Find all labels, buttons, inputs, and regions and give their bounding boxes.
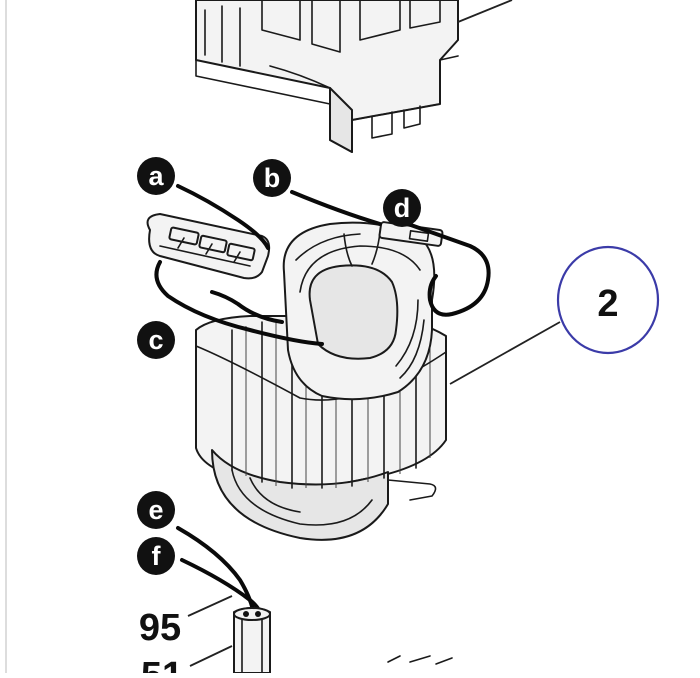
- highlight-circle: [556, 245, 660, 355]
- callout-f-label: f: [152, 541, 162, 571]
- part-number-95-label: 95: [139, 607, 181, 649]
- cable-95-leader: [187, 595, 233, 617]
- cable-51-leader: [189, 645, 233, 667]
- callout-b: b: [253, 159, 291, 197]
- callout-b-label: b: [264, 163, 281, 193]
- callout-c: c: [137, 321, 175, 359]
- bottom-fragments: [387, 655, 453, 665]
- part-number-2: 2: [556, 245, 660, 355]
- callout-d-label: d: [394, 193, 411, 223]
- callout-c-label: c: [148, 325, 163, 355]
- brush-holder-housing: [195, 0, 459, 153]
- callout-d: d: [383, 189, 421, 227]
- callout-a: a: [137, 157, 175, 195]
- part-number-2-label: 2: [597, 283, 618, 325]
- cable-sleeve: [233, 607, 271, 674]
- part-number-51-label: 51: [141, 655, 183, 673]
- callout-e: e: [137, 491, 175, 529]
- terminal-block: [146, 213, 271, 280]
- callout-a-label: a: [148, 161, 164, 191]
- callout-e-label: e: [148, 495, 163, 525]
- stator-leader-line: [449, 321, 561, 385]
- callout-f: f: [137, 537, 175, 575]
- housing-leader-line: [457, 0, 513, 23]
- wiring: [154, 184, 491, 622]
- stator: [195, 221, 447, 541]
